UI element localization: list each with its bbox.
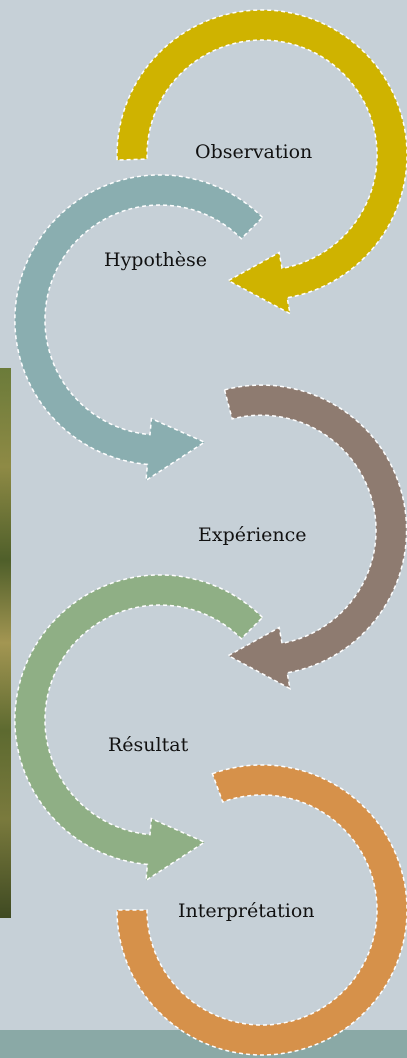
resultat-arrow	[14, 574, 264, 882]
photo-strip	[0, 368, 11, 918]
step-label-observation: Observation	[195, 141, 312, 163]
experience-arrow	[223, 384, 407, 690]
observation-arrow	[116, 9, 407, 315]
step-label-experience: Expérience	[198, 524, 307, 546]
hypothese-arrow	[14, 174, 264, 482]
step-label-interpretation: Interprétation	[178, 900, 315, 922]
step-label-resultat: Résultat	[108, 734, 189, 756]
interpretation-arrow	[116, 764, 407, 1056]
step-label-hypothese: Hypothèse	[104, 249, 207, 271]
